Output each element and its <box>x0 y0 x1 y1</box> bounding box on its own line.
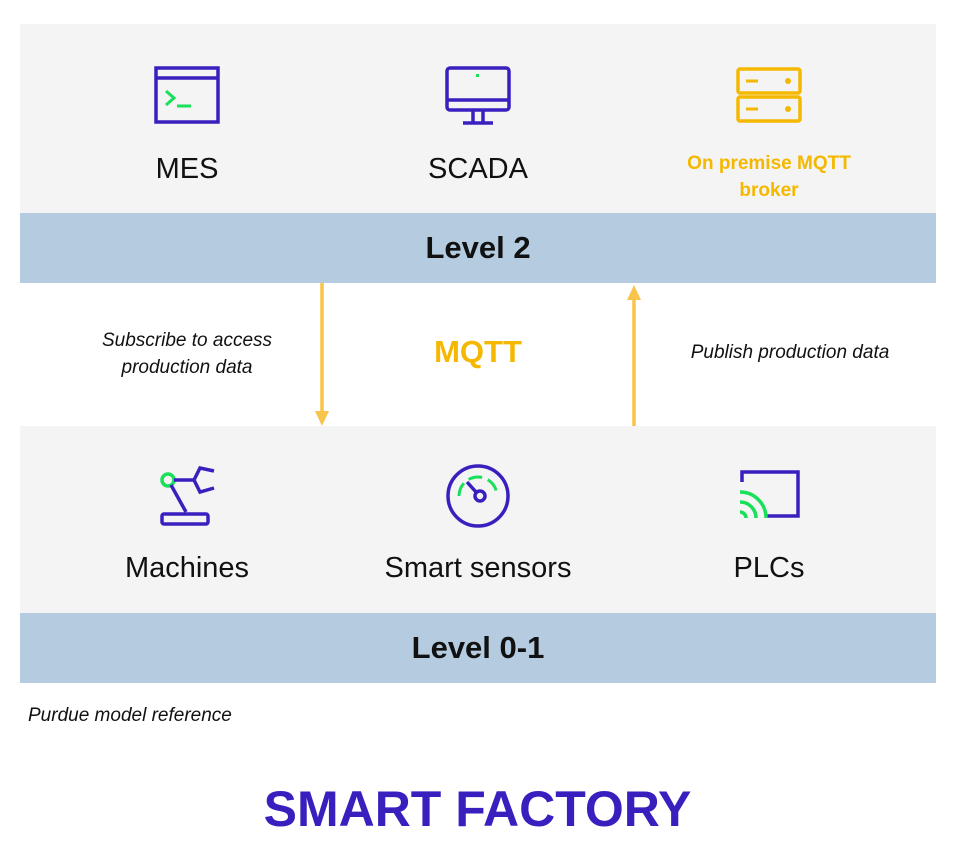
level-0-1-panel <box>20 426 936 613</box>
subscribe-text: Subscribe to access production data <box>101 330 273 378</box>
mes-label: MES <box>155 153 219 185</box>
terminal-window-icon <box>154 66 220 124</box>
machines-node: Machines <box>67 464 307 586</box>
scada-node: SCADA <box>358 66 598 187</box>
mqtt-broker-node: On premise MQTT broker <box>649 66 889 204</box>
gauge-icon <box>446 464 510 528</box>
smart-sensors-node: Smart sensors <box>358 464 598 586</box>
level-0-1-band: Level 0-1 <box>20 613 936 683</box>
smart-sensors-label: Smart sensors <box>384 552 572 584</box>
level-2-panel <box>20 24 936 213</box>
cast-device-icon <box>739 470 800 519</box>
publish-arrow <box>627 285 641 427</box>
plcs-node: PLCs <box>649 468 889 586</box>
page-title: SMART FACTORY <box>263 781 692 837</box>
publish-text: Publish production data <box>690 342 890 363</box>
monitor-icon <box>445 66 511 125</box>
purdue-reference: Purdue model reference <box>28 705 232 726</box>
plcs-label: PLCs <box>733 552 805 584</box>
server-icon <box>736 67 802 123</box>
level-2-band: Level 2 <box>20 213 936 283</box>
mes-node: MES <box>67 66 307 187</box>
scada-label: SCADA <box>428 153 528 185</box>
robot-arm-icon <box>160 466 215 526</box>
mqtt-protocol-label: MQTT <box>434 334 522 369</box>
subscribe-arrow <box>315 283 329 426</box>
mqtt-broker-label: On premise MQTT broker <box>687 153 851 201</box>
machines-label: Machines <box>124 552 250 584</box>
